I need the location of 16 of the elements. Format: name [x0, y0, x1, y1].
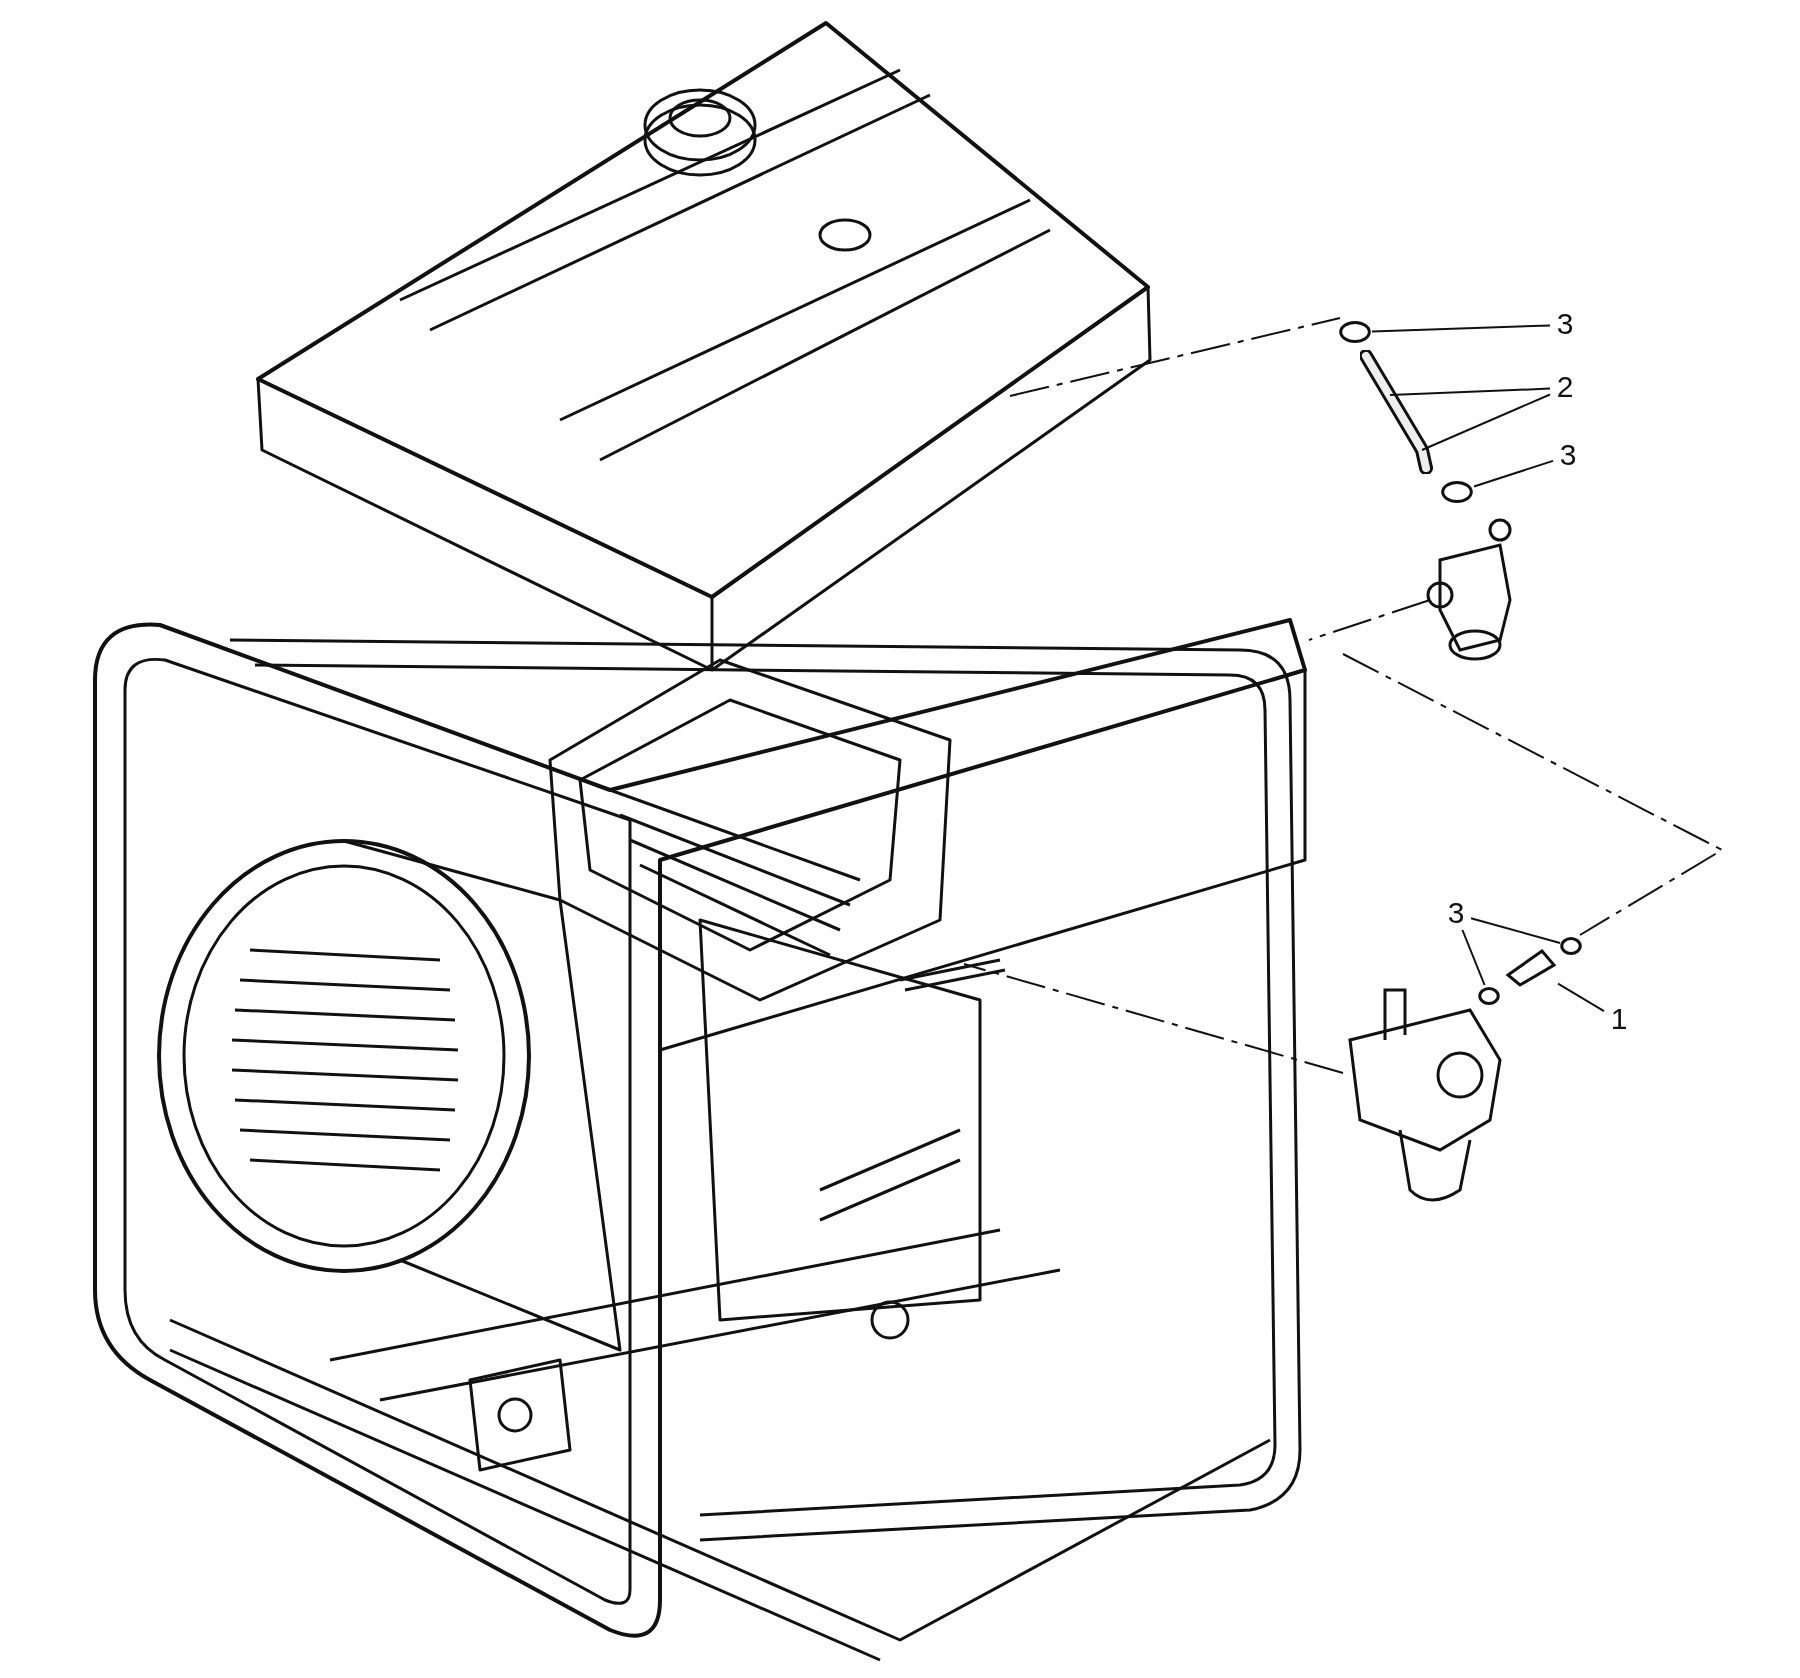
- hose-clamp-ring: [1338, 318, 1372, 346]
- hose-clamp-ring: [1478, 985, 1500, 1007]
- leader-line: [1371, 324, 1551, 333]
- callout-number: 1: [1604, 1004, 1634, 1036]
- hose-clamp-ring: [1560, 935, 1582, 957]
- leader-line: [1557, 982, 1605, 1013]
- callout-number: 3: [1441, 898, 1471, 930]
- leader-line: [1461, 929, 1486, 986]
- hose-clamp-ring: [1440, 478, 1474, 506]
- leader-line: [1470, 917, 1561, 944]
- callout-number: 3: [1550, 309, 1580, 341]
- leader-line: [1421, 393, 1551, 451]
- leader-line: [1389, 387, 1551, 396]
- callout-number: 3: [1553, 440, 1583, 472]
- callout-number: 2: [1550, 372, 1580, 404]
- leader-line: [1473, 459, 1554, 488]
